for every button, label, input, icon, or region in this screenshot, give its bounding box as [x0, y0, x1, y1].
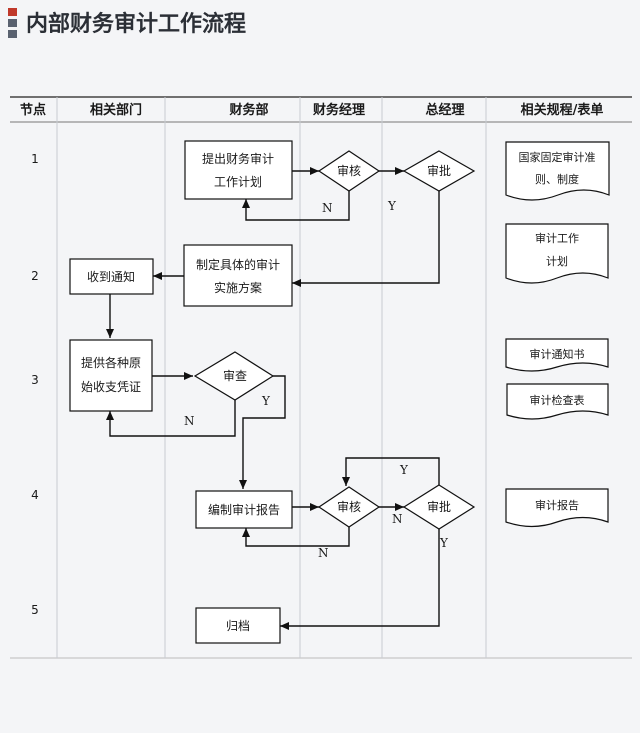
row-number-2: 2	[31, 269, 39, 283]
process-notice: 收到通知	[69, 258, 154, 295]
process-vouchers: 提供各种原 始收支凭证	[69, 339, 153, 412]
flow-connectors	[106, 167, 440, 630]
document-audit-notice: 审计通知书	[505, 338, 609, 372]
process-implementation: 制定具体的审计 实施方案	[183, 244, 293, 307]
svg-text:审核: 审核	[337, 499, 361, 514]
label-n-approve2: N	[392, 512, 403, 526]
decision-approve-1: 审批	[402, 150, 476, 192]
svg-text:审批: 审批	[427, 499, 451, 514]
header-finance-dept: 财务部	[229, 102, 268, 118]
label-n-review2: N	[318, 546, 329, 560]
row-number-1: 1	[31, 152, 39, 166]
title-marker-icon	[8, 8, 17, 38]
svg-text:审查: 审查	[223, 368, 247, 383]
label-y-approve1: Y	[387, 199, 397, 213]
label-n-review1: N	[322, 201, 333, 215]
header-related-dept: 相关部门	[90, 102, 142, 118]
svg-text:审计通知书: 审计通知书	[530, 347, 585, 361]
document-standards: 国家固定审计准 则、制度	[505, 141, 610, 201]
header-general-manager: 总经理	[425, 102, 464, 118]
svg-text:始收支凭证: 始收支凭证	[81, 379, 141, 394]
svg-text:收到通知: 收到通知	[87, 270, 135, 284]
svg-text:审计检查表: 审计检查表	[530, 393, 585, 407]
svg-text:计划: 计划	[546, 255, 568, 268]
decision-review-1: 审核	[317, 150, 381, 192]
svg-text:审批: 审批	[427, 163, 451, 178]
title-bar: 内部财务审计工作流程	[0, 0, 640, 46]
document-audit-checklist: 审计检查表	[506, 383, 609, 420]
svg-text:制定具体的审计: 制定具体的审计	[196, 257, 280, 272]
svg-text:工作计划: 工作计划	[214, 175, 262, 189]
row-number-5: 5	[31, 603, 39, 617]
row-number-4: 4	[31, 488, 39, 502]
label-y-inspect: Y	[261, 394, 271, 408]
process-report: 编制审计报告	[195, 490, 293, 529]
label-n-inspect: N	[184, 414, 195, 428]
decision-approve-2: 审批	[402, 484, 476, 530]
svg-text:提供各种原: 提供各种原	[81, 355, 141, 370]
decision-inspect: 审查	[193, 351, 275, 401]
row-number-3: 3	[31, 373, 39, 387]
document-audit-plan: 审计工作 计划	[505, 223, 609, 284]
svg-text:国家固定审计准: 国家固定审计准	[519, 150, 596, 164]
svg-text:实施方案: 实施方案	[214, 280, 262, 295]
process-archive: 归档	[195, 607, 281, 644]
header-node: 节点	[20, 102, 46, 118]
svg-text:归档: 归档	[226, 619, 250, 633]
decision-review-2: 审核	[317, 486, 381, 528]
swimlane-table	[10, 96, 632, 659]
header-finance-manager: 财务经理	[313, 102, 365, 118]
header-procedures: 相关规程/表单	[521, 102, 604, 118]
process-plan: 提出财务审计 工作计划	[184, 140, 293, 200]
label-y-loop: Y	[399, 463, 409, 477]
svg-text:则、制度: 则、制度	[535, 172, 579, 186]
svg-text:提出财务审计: 提出财务审计	[202, 151, 274, 166]
svg-text:编制审计报告: 编制审计报告	[208, 502, 280, 517]
label-y-approve2: Y	[439, 536, 449, 550]
svg-text:审计报告: 审计报告	[535, 498, 579, 512]
svg-text:审计工作: 审计工作	[535, 231, 579, 245]
page-title: 内部财务审计工作流程	[26, 12, 247, 37]
document-audit-report: 审计报告	[505, 488, 609, 528]
svg-text:审核: 审核	[337, 163, 361, 178]
